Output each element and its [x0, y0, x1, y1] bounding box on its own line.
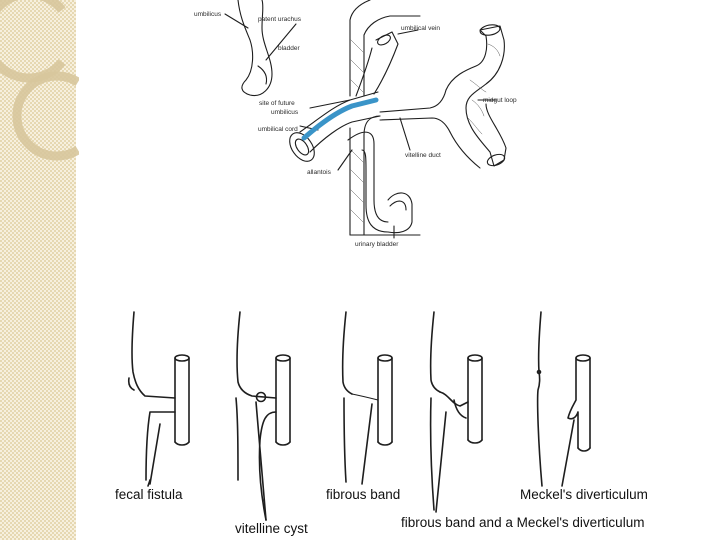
label-meckels-diverticulum: Meckel's diverticulum: [520, 488, 648, 502]
panel-fibrous-band-and-meckel: [431, 312, 482, 510]
intestine-end-icon: [175, 355, 189, 361]
meckels-diverticulum-icon: [576, 355, 590, 361]
panel-fibrous-band: [343, 312, 392, 482]
label-vitelline-cyst: vitelline cyst: [235, 522, 308, 536]
panel-fecal-fistula: [129, 312, 189, 486]
label-fibrous-band: fibrous band: [326, 488, 400, 502]
label-fibrous-band-and-meckel: fibrous band and a Meckel's diverticulum: [401, 516, 644, 530]
meckels-diverticulum-icon: [440, 392, 468, 406]
panel-meckels-diverticulum: [538, 312, 591, 486]
label-fecal-fistula: fecal fistula: [115, 488, 183, 502]
fibrous-band-icon: [352, 394, 378, 400]
